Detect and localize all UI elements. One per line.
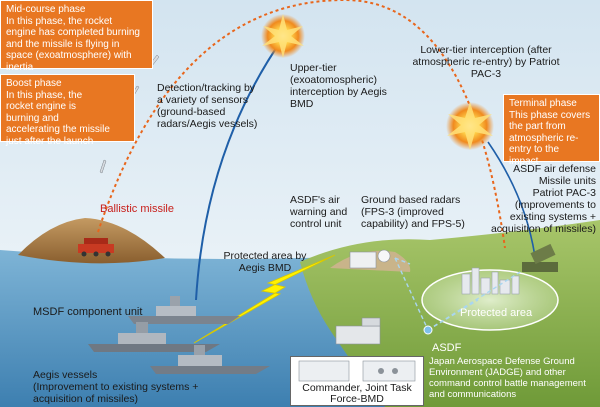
lower-tier-explosion bbox=[446, 102, 494, 150]
comm-links bbox=[394, 257, 537, 331]
sm3-interceptor-path bbox=[195, 37, 284, 301]
midcourse-phase-callout: Mid-course phase In this phase, the rock… bbox=[0, 0, 153, 73]
protected-area-bmd-label: Protected area by Aegis BMD bbox=[223, 250, 307, 274]
midcourse-phase-body: In this phase, the rocket engine has com… bbox=[6, 15, 140, 73]
commander-jtf-label: Commander, Joint Task Force-BMD bbox=[302, 382, 412, 405]
communication-bolt bbox=[193, 254, 336, 344]
asdf-label: ASDF bbox=[432, 342, 462, 354]
pac3-interceptor-path bbox=[487, 141, 537, 265]
patriot-launcher bbox=[522, 243, 558, 272]
msdf-component-unit-label: MSDF component unit bbox=[33, 306, 143, 318]
upper-tier-interception-label: Upper-tier (exoatomospheric) interceptio… bbox=[290, 62, 387, 110]
asdf-air-warning-label: ASDF's air warning and control unit bbox=[290, 194, 348, 230]
upper-tier-explosion bbox=[261, 14, 305, 58]
city-buildings bbox=[461, 267, 520, 295]
terminal-phase-callout: Terminal phase This phase covers the par… bbox=[503, 94, 600, 167]
terminal-phase-title: Terminal phase bbox=[509, 98, 577, 109]
asdf-node bbox=[423, 325, 433, 335]
boost-phase-callout: Boost phase In this phase, the rocket en… bbox=[0, 74, 135, 147]
lower-tier-interception-label: Lower-tier interception (after atmospher… bbox=[412, 44, 560, 80]
protected-area-label: Protected area bbox=[460, 307, 533, 319]
terminal-phase-body: This phase covers the part from atmosphe… bbox=[509, 109, 591, 167]
protected-area-zone bbox=[421, 269, 559, 331]
aegis-ships bbox=[88, 296, 270, 374]
boost-phase-title: Boost phase bbox=[6, 78, 62, 89]
midcourse-phase-title: Mid-course phase bbox=[6, 4, 86, 15]
commander-jtf-card: Commander, Joint Task Force-BMD bbox=[290, 356, 424, 406]
jadge-label: Japan Aerospace Defense Ground Environme… bbox=[429, 356, 586, 400]
boost-phase-body: In this phase, the rocket engine is burn… bbox=[6, 89, 110, 147]
aegis-vessels-label: Aegis vessels (Improvement to existing s… bbox=[33, 369, 199, 405]
command-center-icon bbox=[298, 360, 416, 382]
missile-launcher bbox=[78, 238, 114, 257]
ballistic-missile-label: Ballistic missile bbox=[100, 203, 174, 215]
detection-tracking-label: Detection/tracking by a variety of senso… bbox=[157, 82, 258, 130]
asdf-air-defense-label: ASDF air defense Missile units Patriot P… bbox=[490, 163, 596, 235]
jadge-building bbox=[335, 317, 381, 345]
radar-site bbox=[349, 249, 391, 269]
ground-based-radars-label: Ground based radars (FPS-3 (improved cap… bbox=[361, 194, 465, 230]
